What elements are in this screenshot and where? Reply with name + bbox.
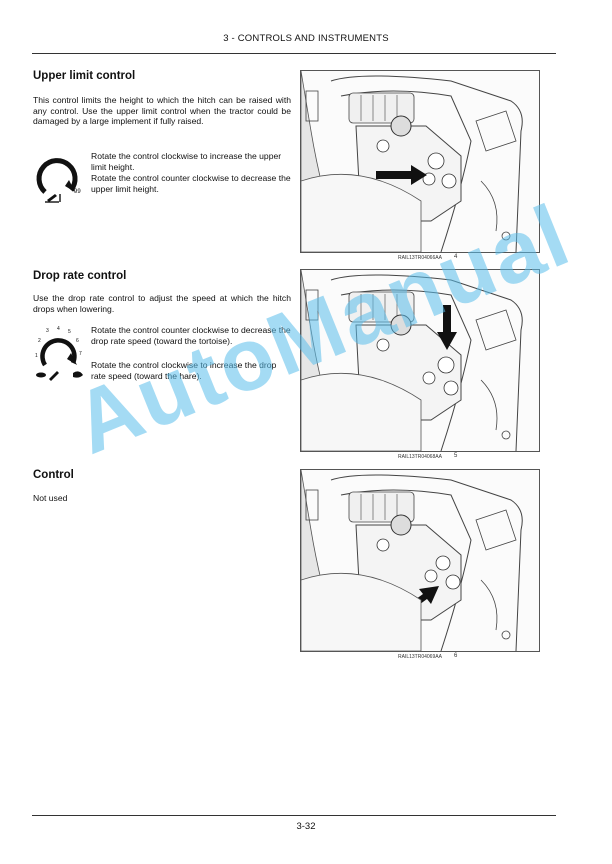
- upper-limit-heading: Upper limit control: [33, 70, 136, 82]
- drop-rate-instr-clockwise: Rotate the control clockwise to increase…: [91, 360, 277, 381]
- control-paragraph: Not used: [33, 493, 68, 503]
- header-rule: [32, 53, 556, 54]
- svg-text:1: 1: [35, 353, 38, 359]
- svg-text:5: 5: [68, 329, 71, 335]
- figure-upper-limit: [300, 70, 540, 253]
- figure-2-caption: RAIL13TR04068AA: [398, 454, 442, 460]
- control-heading: Control: [33, 469, 74, 481]
- figure-drop-rate: [300, 269, 540, 452]
- figure-control: [300, 469, 540, 652]
- drop-rate-heading: Drop rate control: [33, 270, 127, 282]
- svg-text:6: 6: [76, 338, 79, 344]
- drop-rate-instr-counterclockwise: Rotate the control counter clockwise to …: [91, 325, 291, 346]
- figure-2-number: 5: [454, 453, 458, 459]
- drop-rate-icon: 1 2 3 4 5 6 7: [33, 325, 89, 385]
- page-number: 3-32: [296, 821, 316, 832]
- tortoise-icon: [36, 372, 46, 378]
- figure-3-caption: RAIL13TR04069AA: [398, 654, 442, 660]
- svg-text:3: 3: [46, 328, 49, 334]
- upper-limit-instr-clockwise: Rotate the control clockwise to increase…: [91, 151, 282, 172]
- upper-limit-paragraph: This control limits the height to which …: [33, 95, 291, 127]
- upper-limit-icon-label: 99: [74, 189, 81, 195]
- drop-rate-paragraph: Use the drop rate control to adjust the …: [33, 293, 291, 314]
- figure-3-number: 6: [454, 653, 458, 659]
- svg-text:4: 4: [57, 326, 60, 332]
- figure-1-number: 4: [454, 254, 458, 260]
- figure-arrow-icon: [437, 305, 457, 350]
- figure-arrow-icon: [376, 165, 427, 185]
- page-header-title: 3 - CONTROLS AND INSTRUMENTS: [223, 33, 389, 44]
- upper-limit-icon: 99: [33, 150, 89, 206]
- upper-limit-instr-counterclockwise: Rotate the control counter clockwise to …: [91, 173, 291, 194]
- svg-text:2: 2: [38, 338, 41, 344]
- hare-icon: [73, 371, 83, 378]
- footer-rule: [32, 815, 556, 816]
- svg-text:7: 7: [79, 351, 82, 357]
- figure-1-caption: RAIL13TR04066AA: [398, 255, 442, 261]
